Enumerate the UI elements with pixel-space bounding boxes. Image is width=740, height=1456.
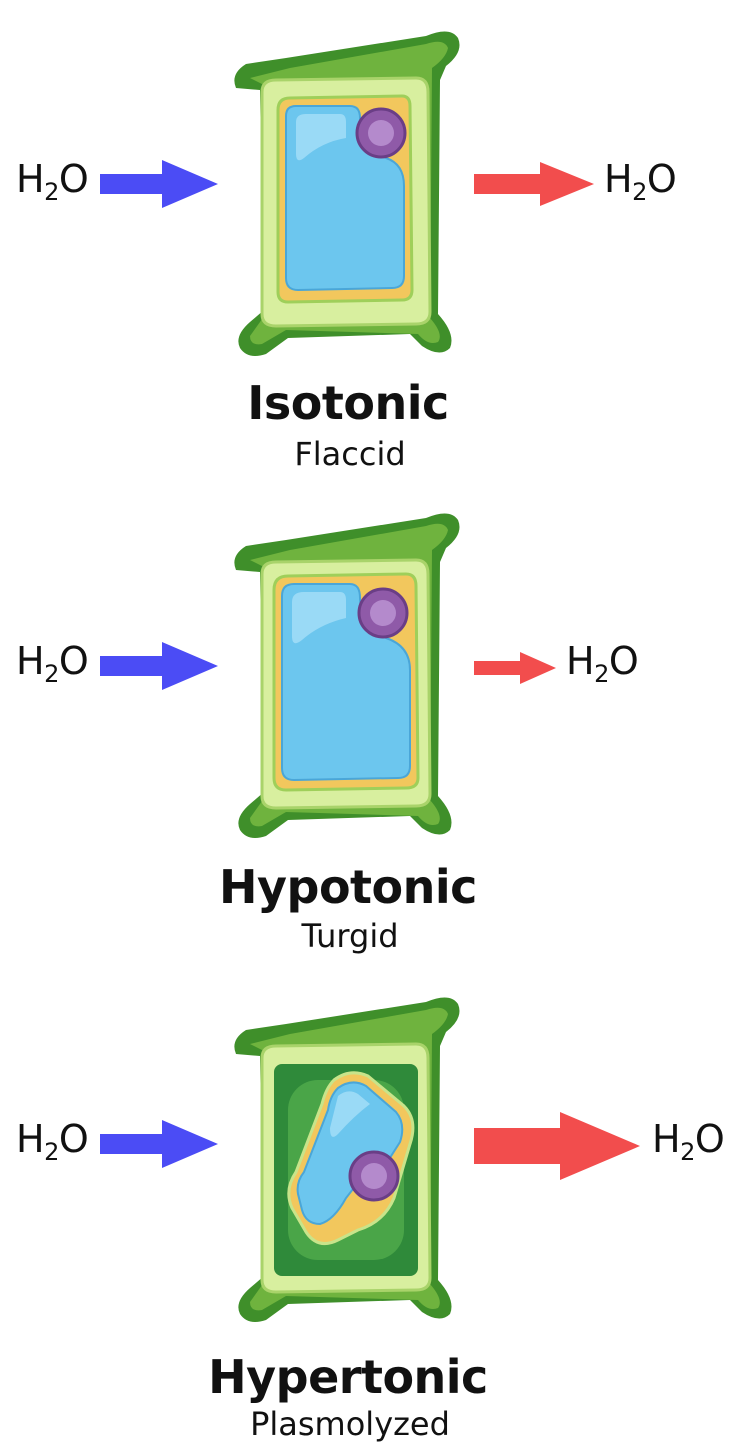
title-isotonic: Isotonic bbox=[247, 376, 449, 430]
subtitle-turgid: Turgid bbox=[301, 917, 399, 955]
title-hypotonic: Hypotonic bbox=[219, 860, 477, 914]
outflow-arrow-shape bbox=[474, 652, 556, 684]
inflow-arrow-shape bbox=[100, 1120, 218, 1168]
nucleolus bbox=[361, 1163, 387, 1189]
inflow-arrow-shape bbox=[100, 642, 218, 690]
nucleolus bbox=[368, 120, 394, 146]
subtitle-flaccid: Flaccid bbox=[294, 435, 406, 473]
vacuole-highlight bbox=[296, 114, 346, 161]
panel-isotonic: H2O Isotonic Flaccid H2O bbox=[0, 0, 740, 480]
inflow-arrow bbox=[100, 1120, 218, 1168]
inflow-arrow bbox=[100, 642, 218, 690]
water-out-label: H2O bbox=[566, 639, 639, 688]
water-in-label: H2O bbox=[16, 639, 89, 688]
panel-hypotonic: H2O Hypotonic Turgid H2O bbox=[0, 482, 740, 962]
outflow-arrow-shape bbox=[474, 1112, 640, 1180]
panel-hypertonic: H2O Hypertonic Plasmolyzed H2O bbox=[0, 966, 740, 1446]
inflow-arrow-shape bbox=[100, 160, 218, 208]
vacuole-highlight bbox=[292, 592, 346, 644]
subtitle-plasmolyzed: Plasmolyzed bbox=[250, 1405, 450, 1443]
nucleolus bbox=[370, 600, 396, 626]
outflow-arrow bbox=[474, 1112, 640, 1180]
vacuole bbox=[296, 1081, 404, 1226]
outflow-arrow-shape bbox=[474, 162, 594, 206]
title-hypertonic: Hypertonic bbox=[208, 1350, 488, 1404]
water-in-label: H2O bbox=[16, 1117, 89, 1166]
plant-cell-plasmolyzed bbox=[232, 995, 461, 1324]
inflow-arrow bbox=[100, 160, 218, 208]
outflow-arrow bbox=[474, 652, 556, 684]
plant-cell-flaccid bbox=[232, 29, 461, 358]
water-out-label: H2O bbox=[652, 1117, 725, 1166]
water-out-label: H2O bbox=[604, 157, 677, 206]
water-in-label: H2O bbox=[16, 157, 89, 206]
plant-cell-turgid bbox=[232, 511, 461, 840]
vacuole-highlight bbox=[330, 1091, 370, 1137]
outflow-arrow bbox=[474, 162, 594, 206]
